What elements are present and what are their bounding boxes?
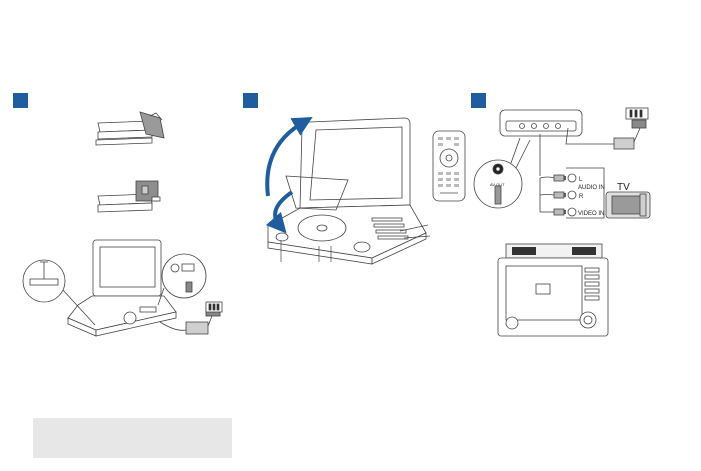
player-open-illustration (267, 117, 427, 265)
av-cable (539, 134, 555, 213)
wall-outlet-3-icon (625, 107, 649, 120)
battery-insert-illustration (97, 180, 161, 213)
dc-in-zoom (157, 253, 207, 306)
player-playback-illustration (497, 243, 609, 337)
audio-r-label: R (579, 194, 584, 200)
step-3-badge (471, 93, 486, 108)
tv-icon (605, 191, 651, 219)
remote-control-icon (432, 130, 466, 202)
tv-input-panel (566, 167, 605, 219)
player-back-panel (499, 109, 583, 137)
battery-remove-illustration (95, 111, 165, 146)
audio-in-label: AUDIO IN (578, 185, 605, 191)
note-box (33, 418, 232, 458)
charge-indicator-zoom (22, 259, 96, 326)
av-out-label: AV OUT (490, 182, 505, 187)
av-out-zoom (473, 137, 531, 209)
step-2-badge (243, 93, 258, 108)
video-in-label: VIDEO IN (578, 211, 604, 217)
part-callout-lines (280, 224, 431, 262)
audio-l-label: L (579, 177, 583, 183)
wall-outlet-icon (205, 301, 223, 313)
player-charging-illustration (67, 239, 177, 337)
step-1-badge (13, 93, 28, 108)
tv-label: TV (617, 182, 630, 193)
dc-power-plug-icon (565, 119, 647, 150)
rotate-arrow-icon (265, 117, 313, 234)
